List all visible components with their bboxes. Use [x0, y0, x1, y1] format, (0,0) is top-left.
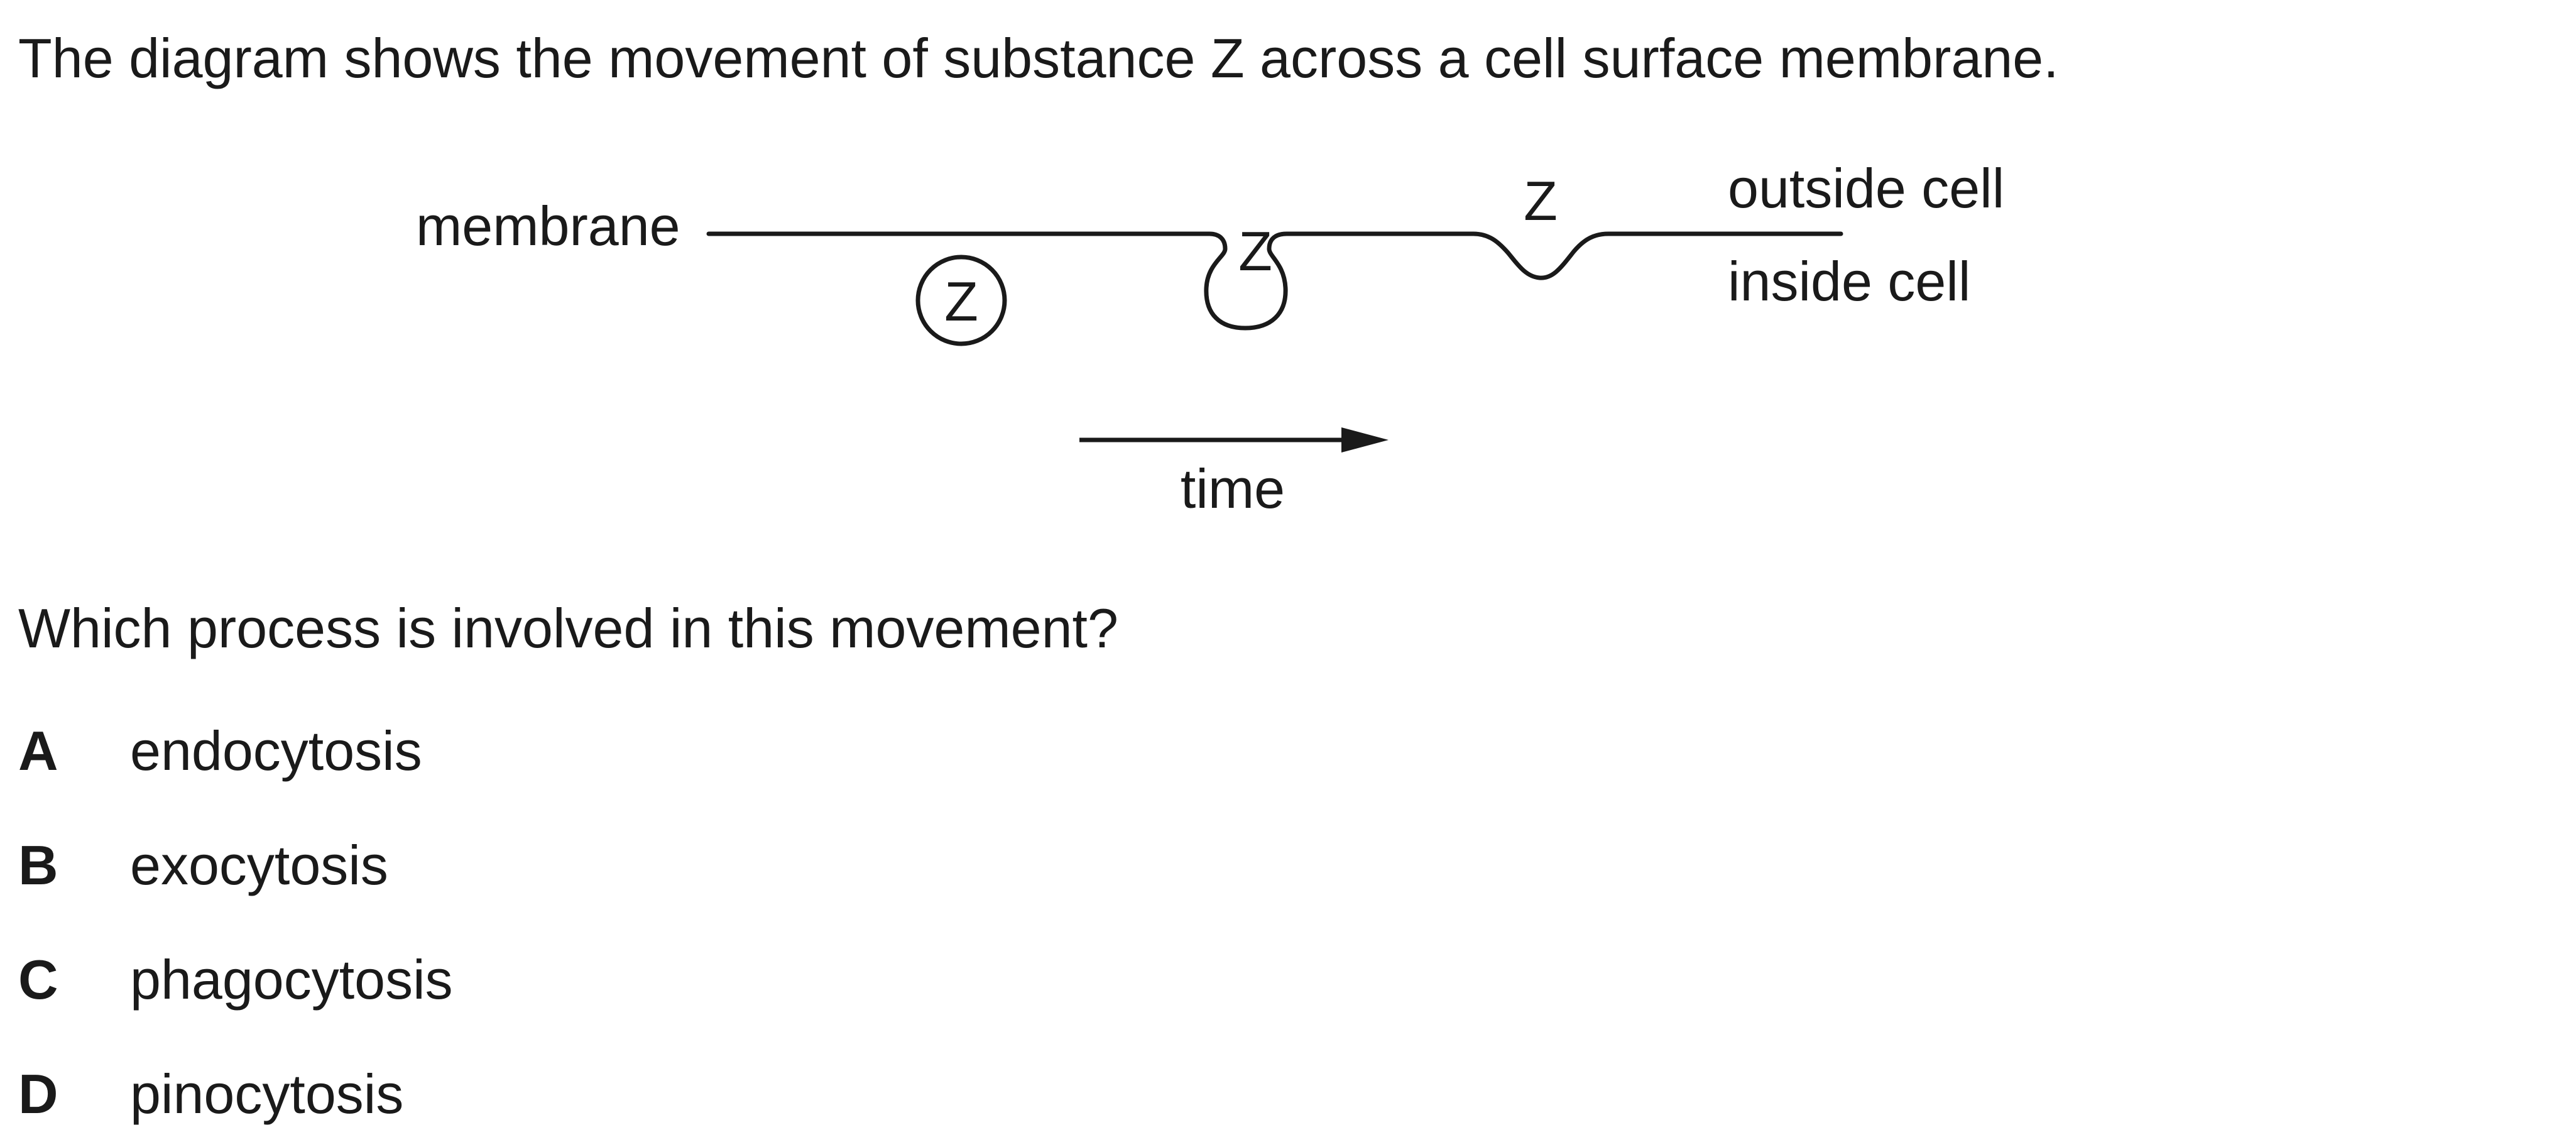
option-text: phagocytosis [130, 948, 453, 1011]
substance-label-outside: Z [1524, 170, 1558, 232]
substance-label-membrane: Z [1238, 220, 1272, 282]
question-prompt: Which process is involved in this moveme… [18, 597, 1118, 659]
question-stem: The diagram shows the movement of substa… [18, 27, 2059, 89]
membrane-line [706, 231, 1843, 331]
option-letter: B [18, 834, 58, 896]
option-text: exocytosis [130, 834, 388, 896]
substance-vesicle [915, 255, 1007, 346]
option-text: pinocytosis [130, 1063, 404, 1125]
option-letter: C [18, 948, 58, 1011]
substance-label-inside: Z [944, 270, 978, 332]
inside-cell-label: inside cell [1728, 250, 1970, 312]
outside-cell-label: outside cell [1728, 157, 2004, 219]
membrane-diagram: membrane Z Z Z outside cell inside cell … [416, 157, 2004, 520]
option-letter: D [18, 1063, 58, 1125]
time-label: time [1181, 458, 1285, 520]
option-letter: A [18, 720, 58, 782]
time-arrowhead [1341, 427, 1389, 453]
option-text: endocytosis [130, 720, 422, 782]
membrane-label: membrane [416, 195, 680, 257]
